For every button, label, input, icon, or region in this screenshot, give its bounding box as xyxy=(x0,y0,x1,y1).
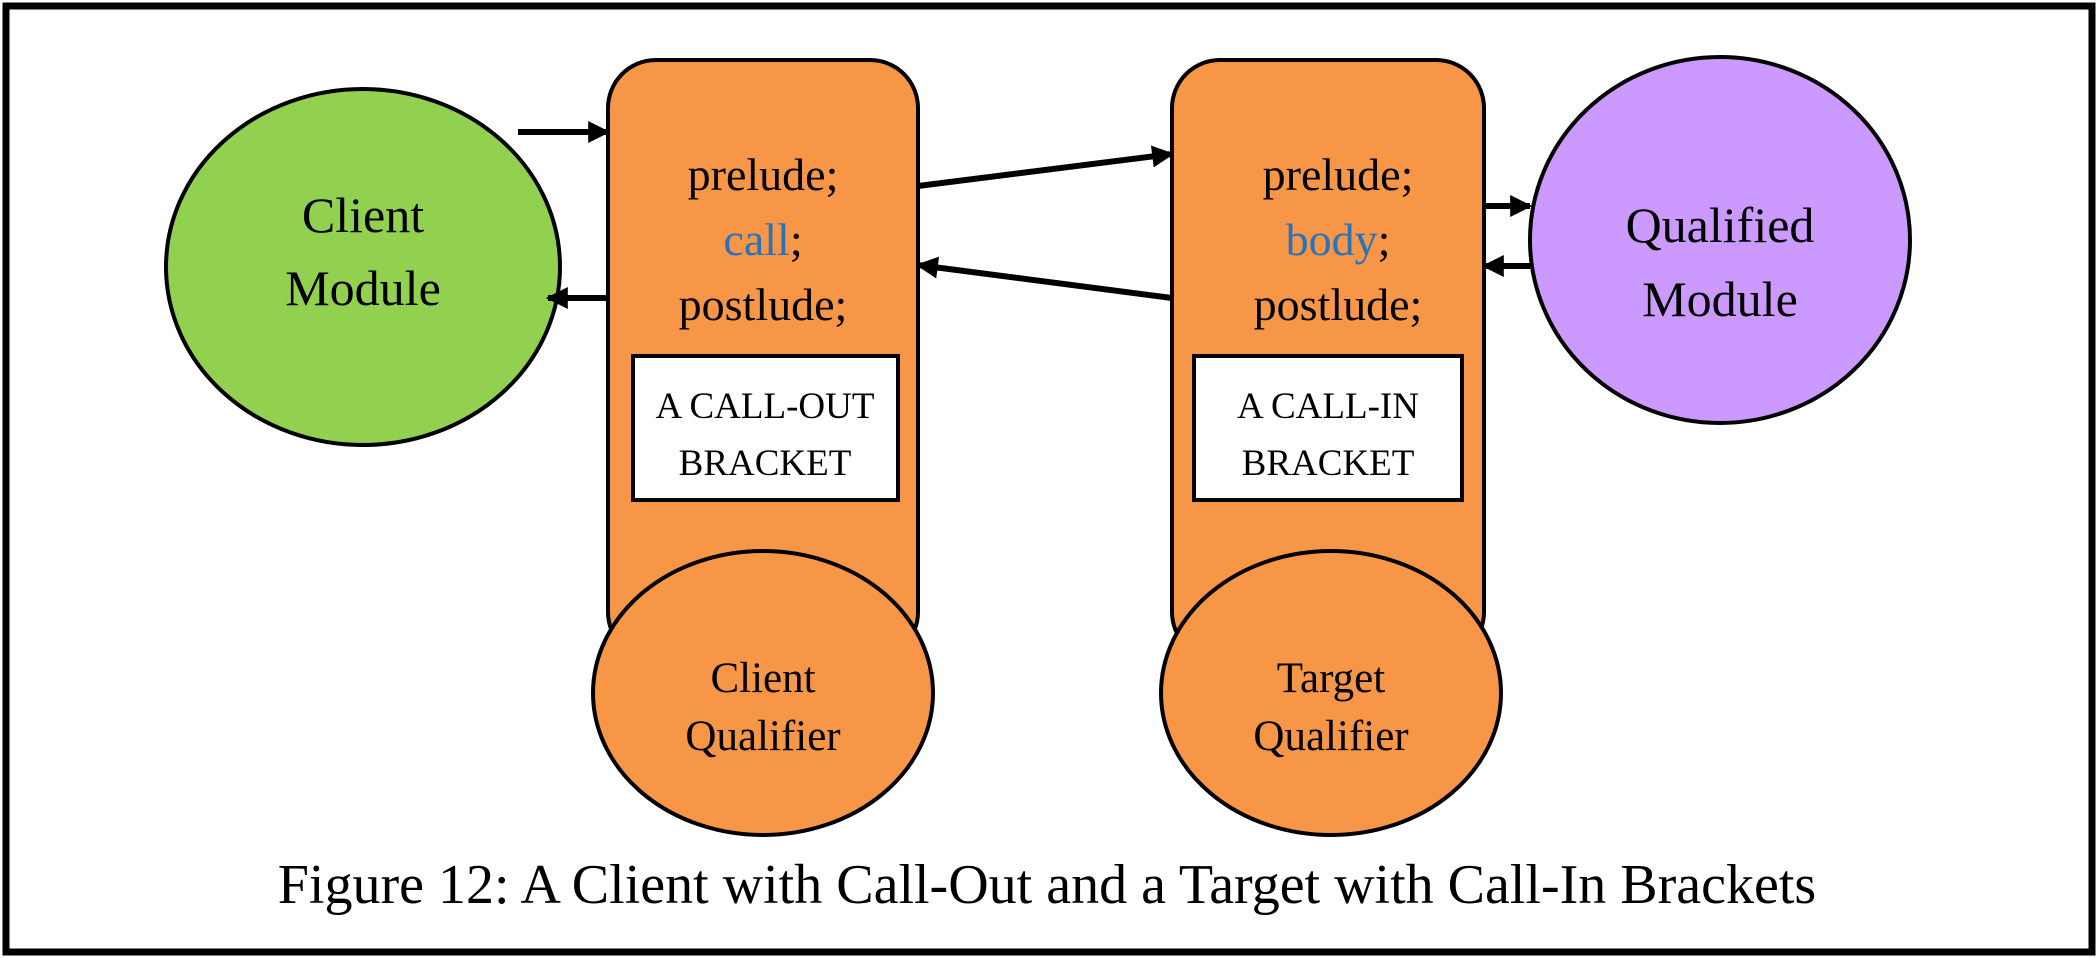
qualified-module: Qualified Module xyxy=(1528,55,1912,425)
call-keyword: call xyxy=(723,214,789,265)
call-semicolon: ; xyxy=(790,214,803,265)
call-out-prelude: prelude; xyxy=(688,149,839,200)
call-out-label-line2: BRACKET xyxy=(679,443,852,484)
target-qualifier-line2: Qualifier xyxy=(1253,713,1408,760)
target-qualifier-ellipse xyxy=(1159,549,1503,837)
arrow-call-out-to-call-in xyxy=(917,145,1175,189)
body-keyword: body xyxy=(1286,214,1378,265)
client-module-line2: Module xyxy=(285,260,441,316)
client-qualifier-line2: Qualifier xyxy=(685,713,840,760)
target-qualifier: Target Qualifier xyxy=(1159,549,1503,837)
client-module: Client Module xyxy=(164,87,562,447)
client-module-line1: Client xyxy=(302,187,424,243)
client-module-ellipse xyxy=(164,87,562,447)
client-qualifier: Client Qualifier xyxy=(591,549,935,837)
target-qualifier-line1: Target xyxy=(1277,655,1385,702)
call-out-label-box xyxy=(631,354,900,502)
figure-caption: Figure 12: A Client with Call-Out and a … xyxy=(278,854,1816,916)
call-in-postlude: postlude; xyxy=(1254,279,1423,330)
call-in-bracket: prelude; body; postlude; A CALL-IN BRACK… xyxy=(1170,58,1486,662)
call-out-bracket: prelude; call; postlude; A CALL-OUT BRAC… xyxy=(606,58,920,662)
call-out-postlude: postlude; xyxy=(679,279,848,330)
client-qualifier-ellipse xyxy=(591,549,935,837)
call-out-label-line1: A CALL-OUT xyxy=(656,386,875,427)
body-semicolon: ; xyxy=(1378,214,1391,265)
arrow-call-in-to-call-out xyxy=(915,256,1173,301)
qualified-module-line1: Qualified xyxy=(1626,197,1815,253)
client-qualifier-line1: Client xyxy=(710,655,815,702)
qualified-module-line2: Module xyxy=(1642,271,1798,327)
call-in-label-line1: A CALL-IN xyxy=(1237,386,1419,427)
qualified-module-ellipse xyxy=(1528,55,1912,425)
call-out-call-line: call; xyxy=(723,214,802,265)
call-in-label-line2: BRACKET xyxy=(1242,443,1415,484)
call-in-label-box xyxy=(1192,354,1464,502)
call-in-body-line: body; xyxy=(1286,214,1391,265)
call-in-prelude: prelude; xyxy=(1263,149,1414,200)
